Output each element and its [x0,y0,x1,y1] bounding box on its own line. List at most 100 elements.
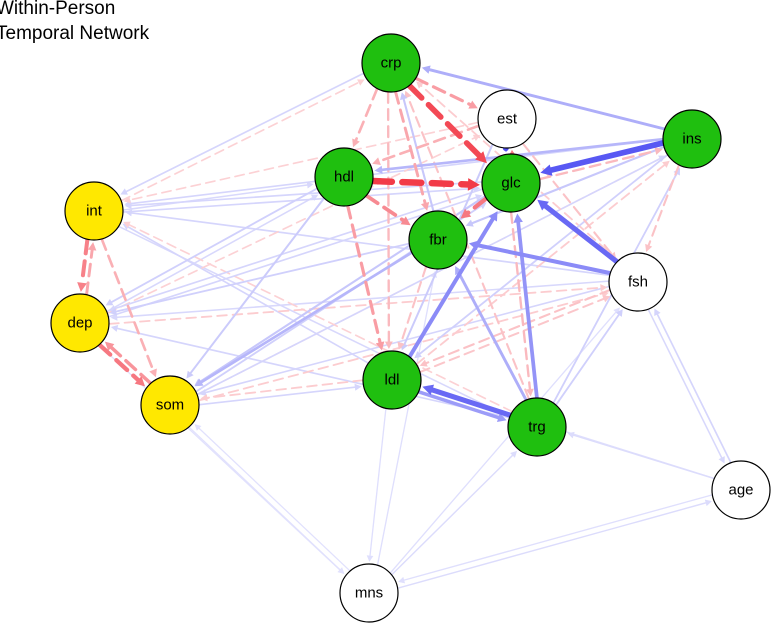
edge-arrowhead [366,555,374,562]
edge-line [425,288,611,365]
edge-arrowhead [662,160,670,168]
edge-line [378,124,480,163]
edge-line [120,81,360,202]
node-label: dep [67,315,92,332]
edge-som-to-ldl [198,383,362,406]
edge-arrowhead [475,151,487,164]
edge-arrowhead [354,383,362,391]
node-est: est [477,89,537,149]
edge-arrowhead [567,431,575,439]
edge-line [509,210,532,391]
node-circle [50,293,110,353]
node-som: som [140,375,200,435]
edge-age-to-fsh [654,308,732,464]
edge-hdl-to-glc [369,177,480,191]
node-label: est [497,111,518,128]
edge-crp-to-hdl [352,87,379,148]
edge-arrowhead [400,92,408,101]
edge-arrowhead [718,456,725,464]
edge-line [386,90,391,343]
node-circle [477,89,537,149]
node-label: fbr [429,232,447,249]
edge-line [376,276,435,566]
edge-ldl-to-glc [407,211,498,359]
edge-arrowhead [87,242,97,251]
edge-line [414,76,472,107]
edge-line [542,203,620,265]
edge-line [369,177,472,188]
edge-arrowhead [125,209,133,217]
edge-arrowhead [467,178,480,191]
edge-arrowhead [465,219,474,227]
edge-dep-to-glc [107,194,483,318]
edge-arrowhead [600,284,608,292]
edge-arrowhead [104,341,115,351]
node-circle [362,350,422,410]
edge-line [206,379,364,399]
node-label: ldl [384,372,399,389]
edge-arrowhead [404,90,412,99]
edge-arrowhead [194,424,202,431]
edge-line [129,121,479,201]
node-circle [140,375,200,435]
edge-trg-to-fbr [455,265,528,402]
edge-arrowhead [654,147,663,155]
edge-line [380,137,665,172]
edge-ins-to-ldl [414,153,669,359]
edge-line [415,164,666,366]
edge-glc-to-trg [509,210,534,397]
edge-line [457,271,528,402]
edge-line [122,187,475,213]
edge-glc-to-fbr [460,196,489,219]
edge-line [429,387,513,418]
edge-arrowhead [123,221,131,228]
node-circle [662,109,722,169]
node-circle [608,252,668,312]
edge-line [109,345,153,385]
edge-fsh-to-glc [537,199,620,265]
edge-ldl-to-trg [416,390,507,422]
node-circle [481,153,541,213]
edge-trg-to-ldl [422,384,513,418]
edge-dep-to-hdl [106,194,319,313]
edge-fsh-to-ldl [419,288,611,367]
edge-line [200,251,414,384]
edge-arrowhead [123,196,131,204]
edge-line [406,82,483,159]
edge-arrowhead [110,313,118,321]
edge-trg-to-fsh [555,309,623,406]
edge-arrowhead [310,194,319,201]
edge-line [198,427,351,572]
edge-arrowhead [422,384,435,396]
edge-arrowhead [357,79,365,86]
edge-line [114,188,484,310]
edge-line [125,72,365,193]
edge-line [465,196,489,215]
chart-title: Within-Person Temporal Network [0,0,149,46]
edge-arrowhead [397,341,405,350]
edge-line [106,197,314,313]
edge-hdl-to-dep [105,187,319,306]
edge-line [548,140,666,173]
edge-line [428,68,667,131]
edge-arrowhead [420,201,430,211]
edge-arrowhead [526,388,534,397]
edge-line [108,286,602,325]
edge-arrowhead [77,282,87,292]
edge-fsh-to-dep [110,280,610,321]
edge-line [369,407,387,557]
node-ins: ins [662,109,722,169]
node-circle [314,147,374,207]
edge-line [402,98,435,213]
edge-ldl-to-som [200,379,364,402]
node-label: fsh [628,274,648,291]
edge-arrowhead [475,194,483,201]
edge-line [196,157,661,396]
edge-hdl-to-som [186,197,326,379]
node-circle [339,563,399,623]
node-label: trg [528,419,546,436]
edge-ins-to-hdl [374,137,665,174]
edge-line [538,149,657,181]
edge-arrowhead [375,341,385,351]
